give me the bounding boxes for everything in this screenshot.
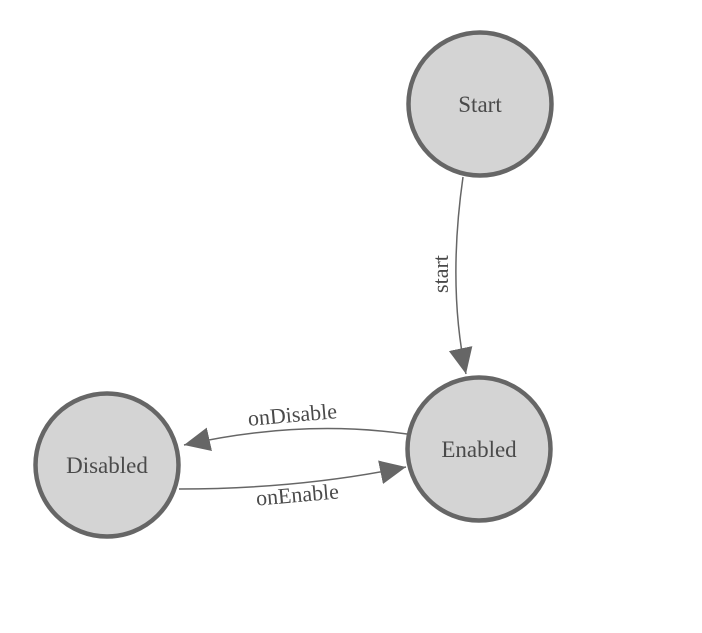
edge-label-start: start [428, 255, 453, 293]
node-start-circle[interactable] [406, 30, 554, 178]
edge-start-to-enabled[interactable] [448, 176, 473, 375]
node-disabled-label: Disabled [66, 453, 148, 478]
node-start-label: Start [458, 92, 502, 117]
edge-label-on-disable: onDisable [247, 398, 338, 431]
node-enabled-label: Enabled [441, 437, 517, 462]
node-disabled-circle[interactable] [33, 391, 181, 539]
edge-enabled-to-disabled[interactable] [183, 427, 408, 452]
edge-label-on-enable: onEnable [255, 478, 340, 510]
edge-disabled-to-enabled[interactable] [178, 460, 407, 490]
node-start[interactable]: Start [406, 30, 554, 178]
node-disabled[interactable]: Disabled [33, 391, 181, 539]
node-enabled-circle[interactable] [405, 375, 553, 523]
node-enabled[interactable]: Enabled [405, 375, 553, 523]
nodes-layer: Start Enabled Disabled [33, 30, 554, 539]
